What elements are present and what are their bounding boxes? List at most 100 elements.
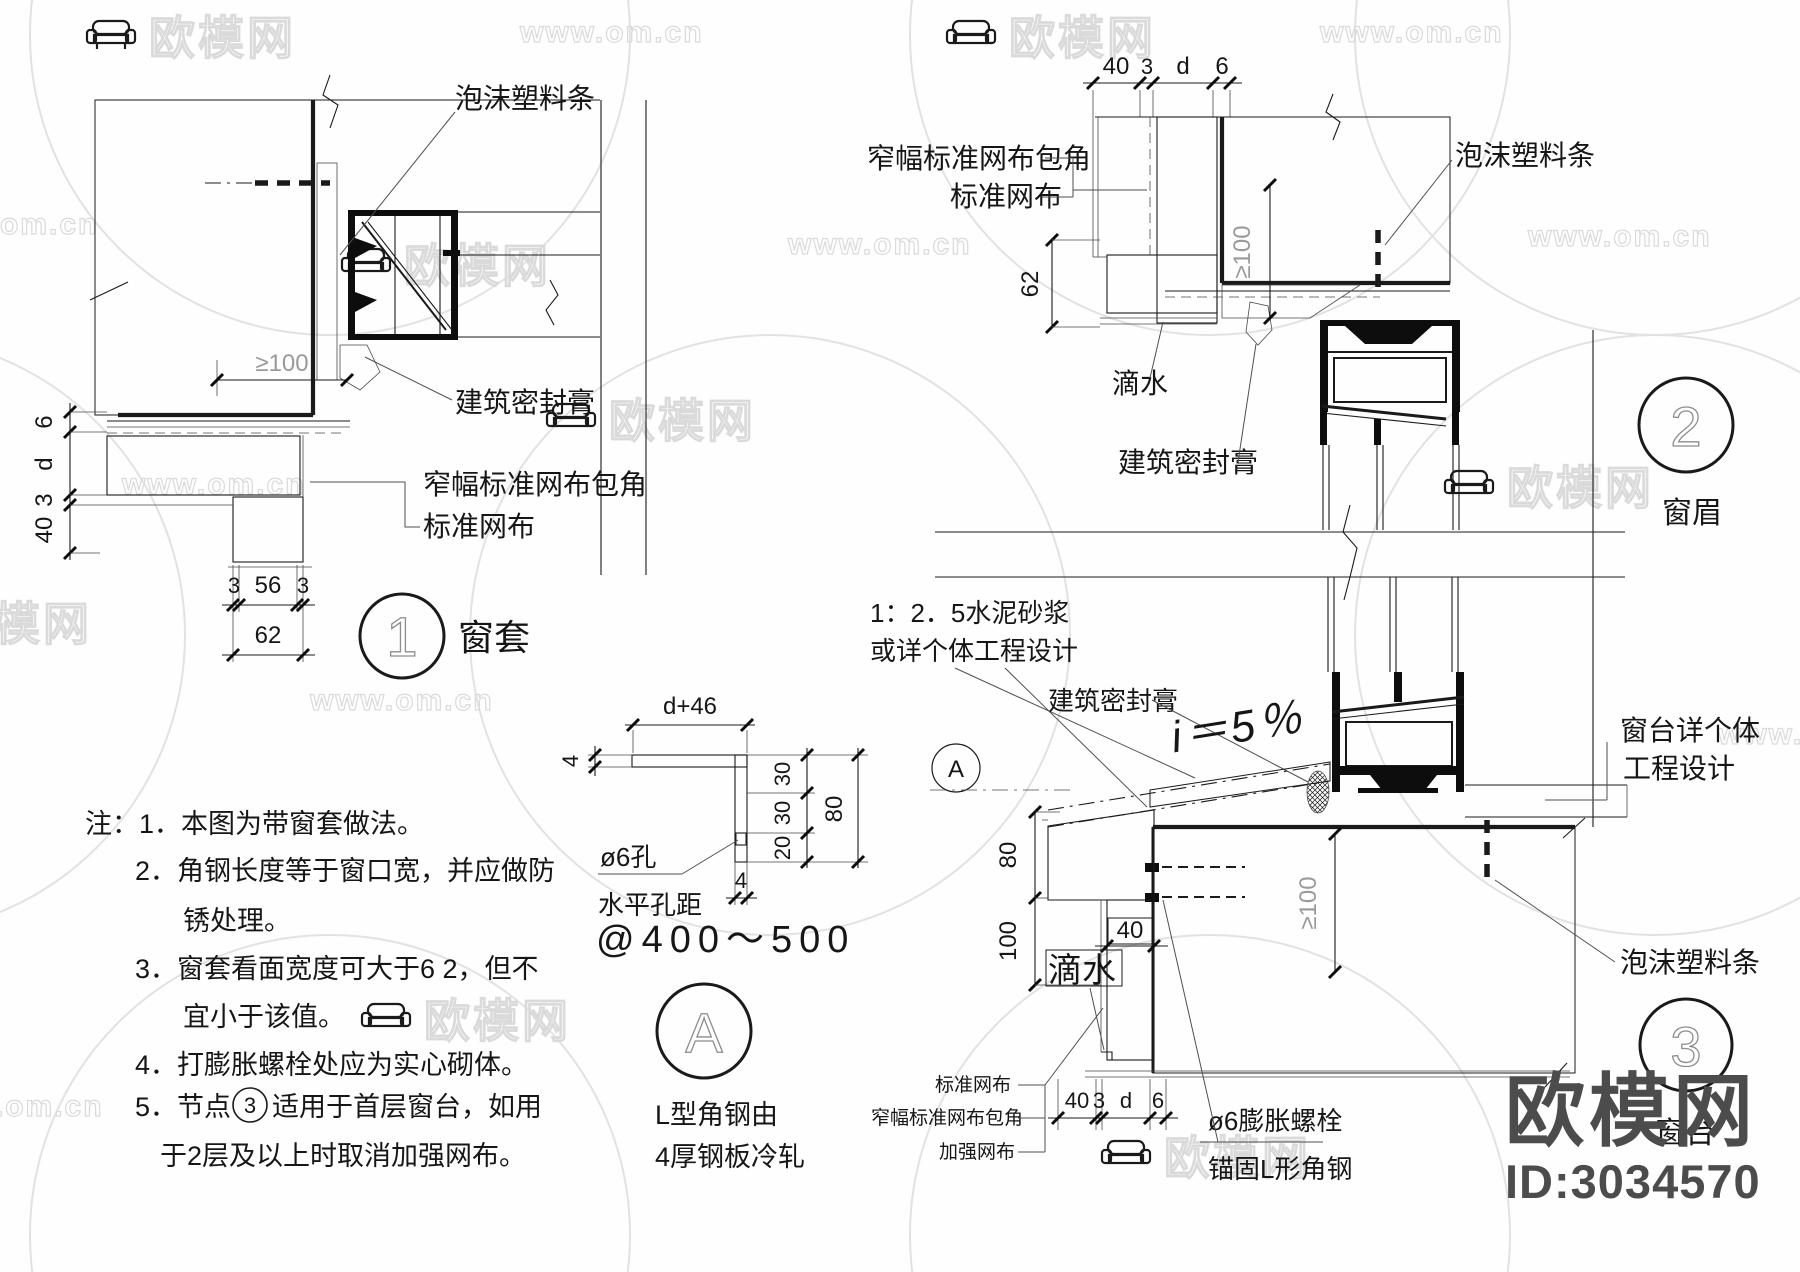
embed-dimension: ≥100 (209, 350, 355, 396)
detail-2-labels: 窄幅标准网布包角 标准网布 泡沫塑料条 滴水 建筑密封膏 (867, 140, 1595, 478)
dim-6: 6 (31, 415, 58, 428)
dim-3a: 3 (228, 573, 240, 598)
bottom-thickness-dimension: 4 (726, 862, 757, 906)
sofa-icon (945, 19, 997, 45)
mortar-note: 1：2．5水泥砂浆 或详个体工程设计 (870, 598, 1196, 808)
sill-mortar-bed (1465, 784, 1628, 818)
dim-embed: ≥100 (1295, 876, 1322, 929)
watermark-sofa-brand: 欧模网 (1443, 452, 1654, 518)
note-node-number: 3 (244, 1093, 256, 1118)
slope-label: i＝5％ (1168, 693, 1308, 762)
dim-3: 3 (31, 493, 58, 506)
watermark-url: www.om.cn (1717, 717, 1800, 751)
watermark-sofa-brand: 欧模网 (945, 2, 1156, 68)
dim-d: d (1176, 53, 1189, 80)
bottom-dimension-chain: 40 3 d 6 (1048, 1079, 1178, 1130)
watermark-url: www.om.cn (121, 467, 306, 501)
dim-40: 40 (1103, 53, 1130, 80)
notes-block: 注：1．本图为带窗套做法。 2．角钢长度等于窗口宽，并应做防 锈处理。 3．窗套… (85, 809, 555, 1171)
watermark-sofa-brand: 欧模网 (360, 985, 571, 1051)
detail-2-drawing: 40 3 d 6 (867, 53, 1735, 827)
sill-note-line1: 窗台详个体 (1620, 715, 1760, 746)
watermark-brand-text: 欧模网 (608, 394, 756, 447)
sofa-icon (545, 402, 597, 428)
detail-1-badge: 1 窗套 (358, 592, 530, 680)
sofa-icon (360, 1002, 412, 1028)
dim-62: 62 (1017, 271, 1044, 298)
sill-note-line2: 工程设计 (1623, 753, 1735, 784)
hole-label: ø6孔 (600, 842, 656, 872)
caption-line1: L型角钢由 (655, 1100, 778, 1130)
angle-steel (631, 754, 748, 863)
top-dimension: d+46 (625, 693, 755, 753)
detail-1-drawing: ≥100 6 d (31, 74, 647, 680)
dim-40: 40 (31, 517, 58, 544)
detail-1-labels: 泡沫塑料条 建筑密封膏 窄幅标准网布包角 标准网布 (310, 83, 647, 542)
detail-A-badge: A L型角钢由 4厚钢板冷轧 (655, 982, 805, 1172)
sealant-label: 建筑密封膏 (1048, 686, 1178, 716)
bolt-labels: ø6膨胀螺栓 锚固L形角钢 (1162, 899, 1352, 1184)
watermark-brand-text: 欧模网 (423, 994, 571, 1047)
note-line-7a: 5．节点 (135, 1092, 231, 1122)
height-dimensions: 80 100 (995, 804, 1101, 993)
watermark-sofa-brand: 欧模网 (85, 2, 296, 68)
top-dimension-chain: 40 3 d 6 (1083, 53, 1242, 117)
dim-b4: 4 (735, 868, 747, 893)
insulation-wrap (1092, 116, 1450, 346)
drip-label-group: 滴水 (1045, 949, 1123, 1051)
detail-2-title: 窗眉 (1662, 497, 1722, 530)
dim-b3: 3 (1093, 1088, 1105, 1113)
window-frame-profile (1331, 672, 1465, 793)
watermark-url: www.om.cn (1319, 15, 1504, 49)
caption-line2: 4厚钢板冷轧 (655, 1142, 805, 1172)
note-line-4: 3．窗套看面宽度可大于6 2，但不 (135, 954, 539, 984)
watermark-url: www.om.cn (519, 15, 704, 49)
watermark-url: www.om.cn (1527, 219, 1712, 253)
hole-callout: ø6孔 (598, 839, 739, 875)
embed-dimension: ≥100 (1295, 826, 1343, 980)
dim-d: d (31, 457, 58, 470)
badge-number: 1 (386, 605, 417, 668)
drip-label: 滴水 (1048, 952, 1116, 990)
sash-extension-lines (458, 100, 647, 575)
wall-section (1095, 93, 1594, 827)
sill-insulation (1042, 809, 1155, 1061)
mesh-corner-label: 窄幅标准网布包角 (871, 1107, 1023, 1129)
foam-label-group: 泡沫塑料条 (1494, 879, 1760, 978)
expansion-bolts (1145, 863, 1245, 902)
bolt-label-line1: ø6膨胀螺栓 (1208, 1106, 1342, 1136)
detail-3-drawing: 1：2．5水泥砂浆 或详个体工程设计 建筑密封膏 i＝5％ A (870, 598, 1760, 1184)
embed-dimension: ≥100 (1229, 177, 1278, 326)
ref-letter: A (948, 756, 964, 783)
site-logo-brand: 欧模网 (1505, 1067, 1757, 1156)
dim-d46: d+46 (663, 693, 717, 720)
site-logo: 欧模网 ID:3034570 (1505, 1067, 1761, 1208)
dim-3b: 3 (297, 573, 309, 598)
ref-circle-A: A (930, 743, 1075, 793)
dim-20: 20 (770, 836, 795, 860)
62-dimension: 62 (1017, 232, 1100, 335)
wall-section (1085, 817, 1586, 1088)
detail-2-badge: 2 窗眉 (1637, 376, 1735, 530)
dim-40: 40 (1117, 917, 1144, 944)
sealant-blob (1245, 301, 1273, 346)
note-line-6: 4．打膨胀螺栓处应为实心砌体。 (135, 1050, 528, 1080)
site-logo-id: ID:3034570 (1505, 1155, 1761, 1208)
watermark-url: www.om.cn (0, 1089, 104, 1123)
dim-embed: ≥100 (1229, 225, 1256, 278)
right-dimension-chains: 30 30 20 80 (747, 747, 868, 870)
badge-number: 2 (1670, 395, 1701, 458)
watermark-brand-text: 欧模网 (1506, 461, 1654, 514)
mortar-label-line2: 或详个体工程设计 (870, 636, 1078, 666)
watermark-brand-text: 欧模网 (1008, 11, 1156, 64)
bottom-dimension-chain: 3 56 3 62 (222, 565, 315, 663)
sofa-icon (85, 19, 137, 49)
sofa-icon (1100, 1139, 1152, 1165)
sealant-label: 建筑密封膏 (455, 387, 595, 418)
sofa-icon (1443, 469, 1495, 495)
wall-section (89, 74, 600, 418)
detail-3-title: 窗台 (1655, 1117, 1715, 1150)
window-frame-profile (348, 210, 460, 340)
